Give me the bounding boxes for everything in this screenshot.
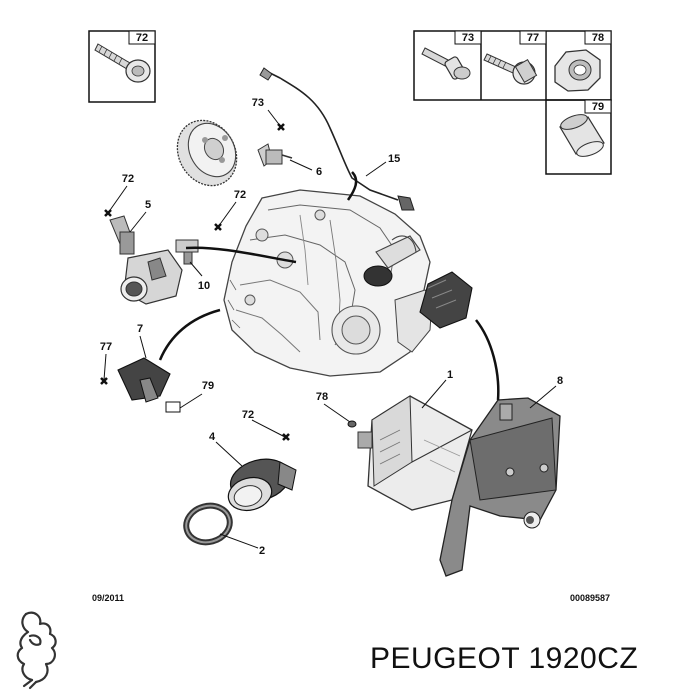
- sensor-10-drawing: [175, 239, 199, 265]
- label-72-c: 72: [242, 409, 254, 421]
- part-labels: 73 6 15 72 5 72 10 7 77 79 72 4 2 78 1 8: [100, 97, 563, 557]
- inset-box-72: 72: [88, 30, 156, 103]
- brand-part-number: PEUGEOT 1920CZ: [370, 642, 639, 675]
- label-box-78: 78: [592, 32, 604, 44]
- sleeve-icon: [559, 114, 605, 157]
- harness-15-drawing: [259, 67, 415, 211]
- nut-icon: [554, 49, 601, 92]
- label-78: 78: [316, 391, 328, 403]
- label-box-79: 79: [592, 101, 604, 113]
- inset-box-79: 79: [545, 99, 612, 175]
- label-8: 8: [557, 375, 563, 387]
- bracket-8-drawing: [439, 397, 561, 577]
- bolt-icon: [421, 47, 471, 80]
- label-7: 7: [137, 323, 143, 335]
- connection-arcs: [158, 171, 500, 401]
- engine-block-drawing: [223, 189, 433, 377]
- ecu-1-drawing: [357, 395, 473, 511]
- washer-78-drawing: [347, 420, 357, 428]
- label-10: 10: [198, 280, 210, 292]
- inset-box-73-77-78: 73 77 78: [413, 30, 612, 101]
- flange-bolt-icon: [483, 53, 538, 85]
- relay-box-drawing: [419, 271, 473, 329]
- throttle-body-drawing: [109, 215, 183, 305]
- label-5: 5: [145, 199, 151, 211]
- label-73: 73: [252, 97, 264, 109]
- footer-date: 09/2011: [92, 593, 124, 603]
- label-2: 2: [259, 545, 265, 557]
- label-15: 15: [388, 153, 400, 165]
- sensor-6-drawing: [257, 143, 293, 167]
- label-6: 6: [316, 166, 322, 178]
- label-72-a: 72: [122, 173, 134, 185]
- label-box-72: 72: [136, 32, 148, 44]
- label-72-b: 72: [234, 189, 246, 201]
- label-box-73: 73: [462, 32, 474, 44]
- seal-2-drawing: [183, 502, 233, 546]
- footer-reference: 00089587: [570, 593, 610, 603]
- peugeot-lion-logo-icon: [16, 611, 57, 690]
- label-4: 4: [209, 431, 216, 443]
- label-79: 79: [202, 380, 214, 392]
- camshaft-pulley-drawing: [176, 119, 238, 187]
- screw-icon: [94, 43, 151, 83]
- sensor-7-drawing: [117, 357, 181, 413]
- leader-lines: [103, 109, 557, 549]
- label-77: 77: [100, 341, 112, 353]
- label-1: 1: [447, 369, 453, 381]
- part-4-drawing: [227, 458, 297, 512]
- label-box-77: 77: [527, 32, 539, 44]
